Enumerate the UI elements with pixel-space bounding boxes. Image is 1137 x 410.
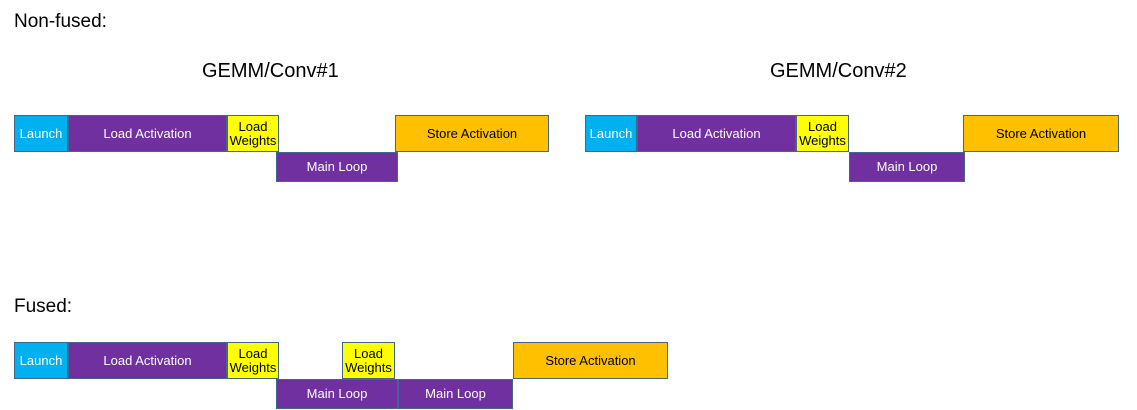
section-label-non-fused: Non-fused:	[14, 11, 107, 32]
bar-nf1-launch: Launch	[14, 115, 68, 152]
group-title-gemm-conv-2: GEMM/Conv#2	[770, 60, 907, 82]
bar-nf2-store-activation: Store Activation	[963, 115, 1119, 152]
bar-f-main-loop-2: Main Loop	[398, 379, 513, 409]
bar-nf2-main-loop: Main Loop	[849, 152, 965, 182]
bar-f-main-loop-1: Main Loop	[276, 379, 398, 409]
bar-nf1-store-activation: Store Activation	[395, 115, 549, 152]
group-title-gemm-conv-1: GEMM/Conv#1	[202, 60, 339, 82]
section-label-fused: Fused:	[14, 296, 73, 317]
bar-nf1-load-weights: Load Weights	[227, 115, 279, 152]
bar-f-launch: Launch	[14, 342, 68, 379]
bar-f-load-activation: Load Activation	[68, 342, 227, 379]
bar-f-load-weights-1: Load Weights	[227, 342, 279, 379]
bar-nf2-launch: Launch	[585, 115, 637, 152]
bar-nf2-load-activation: Load Activation	[637, 115, 796, 152]
bar-nf1-load-activation: Load Activation	[68, 115, 227, 152]
bar-nf2-load-weights: Load Weights	[796, 115, 849, 152]
bar-f-store-activation: Store Activation	[513, 342, 668, 379]
bar-f-load-weights-2: Load Weights	[342, 342, 395, 379]
bar-nf1-main-loop: Main Loop	[276, 152, 398, 182]
